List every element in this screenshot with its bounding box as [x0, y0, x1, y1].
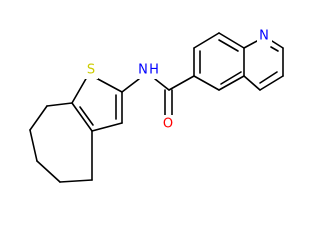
bond-carbonyl-ring	[168, 75, 195, 91]
bond-q-c5-c4a	[218, 75, 245, 91]
bond-c2-nh	[121, 78, 140, 93]
quinoline-nitrogen-atom: N	[257, 28, 272, 45]
atom-labels: S N H O N	[84, 28, 272, 132]
bond-ch2-a	[46, 102, 73, 107]
bond-nh-carbonyl	[154, 78, 170, 91]
bond-q-c3-c4-inner	[259, 71, 278, 84]
bond-q-c8-c7	[193, 32, 220, 49]
bond-q-c3-c4	[259, 75, 284, 91]
bond-thiophene-c7a-c3a	[71, 102, 93, 132]
bond-q-c8a-c8-inner	[218, 39, 239, 52]
thiophene-sulfur-label: S	[87, 63, 95, 78]
bond-lines	[29, 32, 284, 183]
bond-thiophene-c7a-c3a-inner	[79, 106, 94, 126]
bond-q-c5-c4a-inner	[220, 71, 242, 85]
carbonyl-oxygen-atom: O	[161, 115, 176, 132]
bond-ch2-d	[36, 160, 61, 183]
carbonyl-oxygen-label: O	[163, 117, 173, 132]
bond-q-c6-c5	[193, 75, 220, 91]
bond-thiophene-s-c7a	[71, 76, 88, 104]
bond-ch2-c	[29, 129, 38, 162]
molecule-structure-diagram: S N H O N	[29, 28, 284, 183]
bond-ch2-e	[59, 179, 93, 183]
bond-q-n1-c2	[271, 40, 284, 49]
bond-q-n1-c2-inner	[270, 46, 279, 52]
bond-q-c8a-n1	[243, 40, 258, 49]
bond-thiophene-c3a-c3	[91, 122, 123, 132]
thiophene-sulfur-atom: S	[84, 62, 98, 79]
bond-ch2-b	[29, 105, 48, 131]
bond-q-c8a-c8	[218, 32, 245, 49]
quinoline-nitrogen-label: N	[259, 29, 269, 44]
amide-nitrogen-label: N	[138, 63, 148, 78]
amide-nitrogen-atom: N H	[137, 62, 161, 79]
amide-hydrogen-label: H	[149, 63, 159, 78]
bond-thiophene-c2-s	[95, 77, 123, 93]
bond-q-c4-c4a	[243, 75, 261, 91]
